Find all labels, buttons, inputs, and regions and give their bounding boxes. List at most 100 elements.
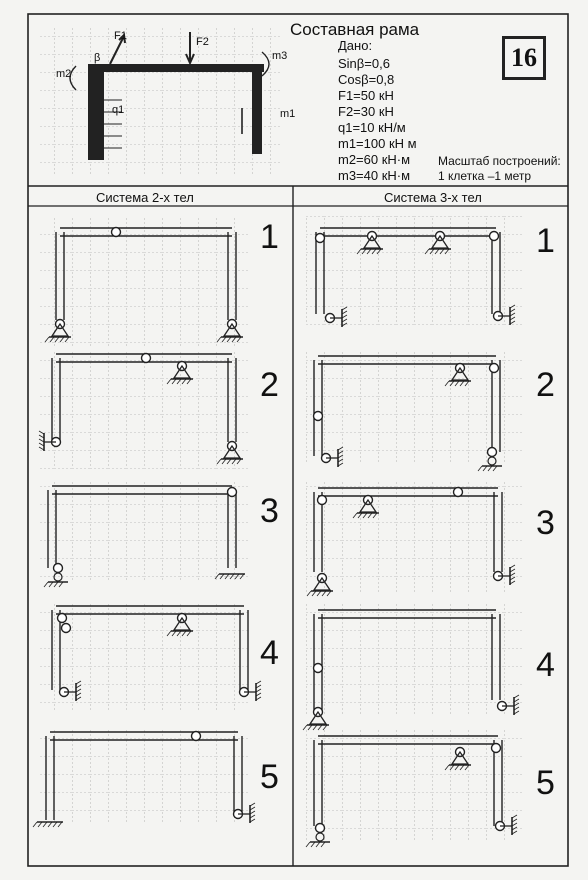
hinge [488,362,500,374]
ground-hatch [186,378,192,385]
ground-hatch [312,724,318,731]
pin-support [362,234,382,249]
roller [487,456,497,466]
given-cos: Cosβ=0,8 [338,72,395,87]
pin-support [172,616,192,631]
grid-area [40,352,250,470]
right-scheme-number-1: 1 [536,222,555,260]
ground-hatch [44,336,50,343]
ground-hatch [221,336,227,343]
grid-area [40,602,250,710]
ground-hatch [224,573,230,580]
ground-hatch [367,512,373,519]
page-title: Составная рама [290,20,420,39]
ground-hatch [181,378,187,385]
wall-hatch [513,702,520,707]
pin-support [450,750,470,765]
sketch-label-beta: β [94,52,101,64]
sketch-label-q1: q1 [112,104,125,116]
hinge [52,562,64,574]
wall-hatch [513,710,520,715]
wall-hatch [513,706,520,711]
wall-hatch [75,688,82,693]
ground-hatch [320,841,326,848]
ground-hatch [357,512,363,519]
grid-area [306,728,522,840]
ground-hatch [64,336,70,343]
ground-hatch [464,764,470,771]
sketch-label-f1: F1 [114,30,127,42]
ground-hatch [326,590,332,597]
hinge [56,612,68,624]
ground-hatch [352,512,358,519]
wall-hatch [249,814,256,819]
ground-hatch [321,590,327,597]
left-scheme-number-1: 1 [260,218,279,256]
wall-hatch [38,442,45,447]
wall-hatch [509,304,516,309]
given-m1: m1=100 кН м [338,136,417,151]
ground-hatch [317,724,323,731]
hinge [110,226,122,238]
ground-hatch [53,581,59,588]
ground-hatch [424,248,430,255]
ground-hatch [48,581,54,588]
ground-hatch [307,724,313,731]
two-body-schemes [32,218,262,828]
ground-hatch [302,724,308,731]
wall-hatch [255,688,262,693]
hinge [312,662,324,674]
wall-hatch [255,680,262,685]
ground-hatch [322,724,328,731]
ground-hatch [444,248,450,255]
left-scheme-number-3: 3 [260,492,279,530]
ground-hatch [376,248,382,255]
hinge [314,232,326,244]
moment-m2-arc [69,65,77,91]
left-column-title: Система 2-х тел [96,190,194,205]
wall-hatch [509,576,516,581]
ground-hatch [459,764,465,771]
ground-hatch [226,336,232,343]
ground-hatch [219,573,225,580]
ground-hatch [454,380,460,387]
right-scheme-number-3: 3 [536,504,555,542]
right-scheme-number-4: 4 [536,646,555,684]
ground-hatch [429,248,435,255]
ground-hatch [356,248,362,255]
wall-hatch [511,826,518,831]
wall-hatch [337,458,344,463]
grid-area [306,352,522,464]
ground-hatch [47,821,53,828]
sketch-left-column [88,64,104,160]
wall-hatch [511,822,518,827]
ground-hatch [434,248,440,255]
hinge [60,622,72,634]
ground-hatch [487,465,493,472]
ground-hatch [54,336,60,343]
ground-hatch [444,380,450,387]
ground-hatch [315,841,321,848]
ground-hatch [181,630,187,637]
ground-hatch [32,821,38,828]
sketch-label-m3: m3 [272,50,288,62]
wall-hatch [509,568,516,573]
left-scheme-number-5: 5 [260,758,279,796]
ground-hatch [449,764,455,771]
given-f1: F1=50 кН [338,88,394,103]
hinge [490,742,502,754]
wall-hatch [255,696,262,701]
ground-hatch [221,458,227,465]
ground-hatch [316,590,322,597]
wall-hatch [341,310,348,315]
wall-hatch [38,430,45,435]
wall-hatch [511,818,518,823]
ground-hatch [372,512,378,519]
ground-hatch [52,821,58,828]
three-body-schemes [302,214,522,848]
wall-hatch [249,818,256,823]
pin-support [222,444,242,459]
hinge [314,822,326,834]
ground-hatch [216,336,222,343]
